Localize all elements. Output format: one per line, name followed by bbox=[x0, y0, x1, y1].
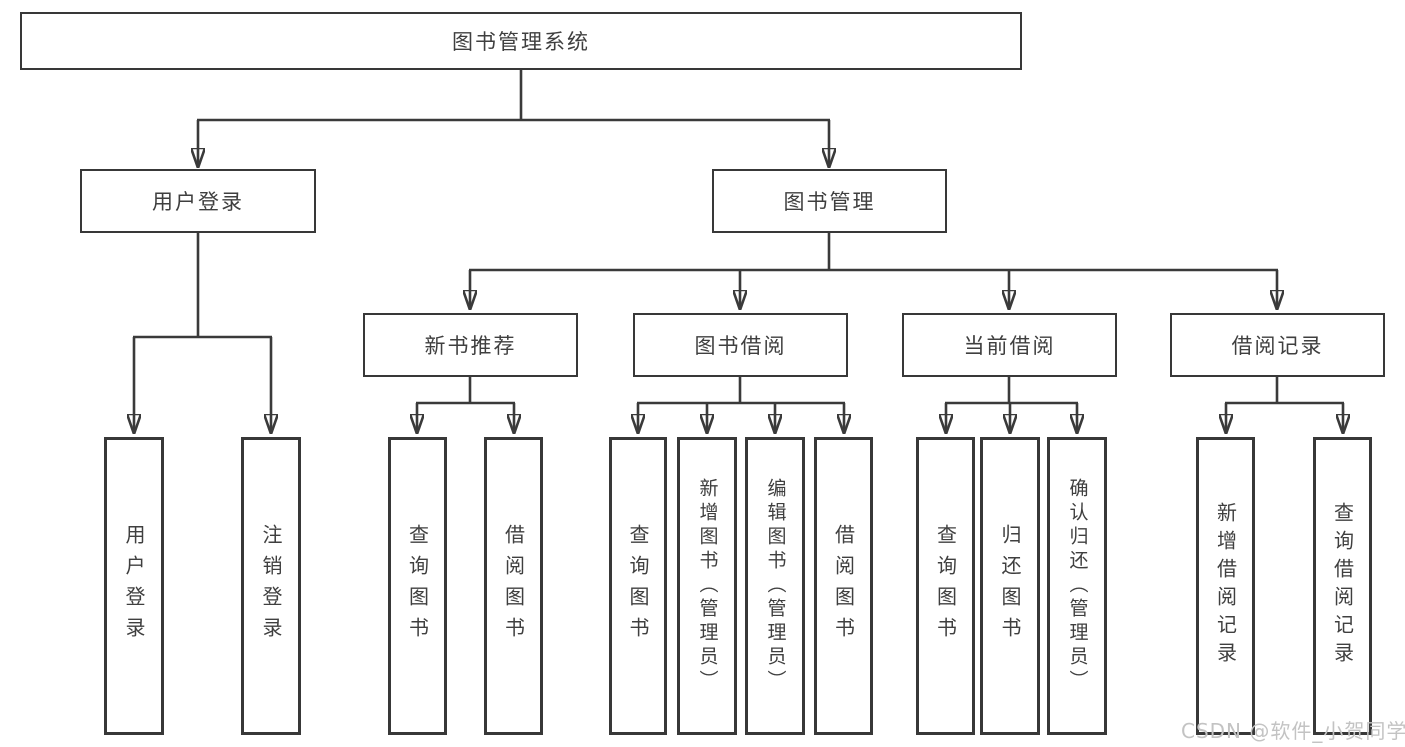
node-label: 图书借阅 bbox=[694, 334, 787, 358]
leaf-query-book-recommend: 查询图书 bbox=[388, 437, 447, 735]
node-label: 图书管理系统 bbox=[452, 30, 590, 54]
trunk-new-book-rec bbox=[416, 377, 515, 405]
node-library-management-system: 图书管理系统 bbox=[20, 12, 1022, 70]
node-label: 借阅图书 bbox=[831, 524, 856, 648]
node-label: 借阅图书 bbox=[501, 524, 526, 648]
leaf-add-borrow-record: 新增借阅记录 bbox=[1196, 437, 1255, 735]
node-label: 归还图书 bbox=[998, 524, 1022, 648]
node-current-borrow: 当前借阅 bbox=[902, 313, 1117, 377]
node-label: 查询借阅记录 bbox=[1330, 502, 1355, 670]
node-borrow-record: 借阅记录 bbox=[1170, 313, 1385, 377]
trunk-root bbox=[197, 70, 830, 122]
leaf-edit-book-admin: 编辑图书（管理员） bbox=[745, 437, 805, 735]
node-label: 新增图书（管理员） bbox=[696, 478, 719, 694]
node-label: 用户登录 bbox=[152, 190, 244, 214]
leaf-add-book-admin: 新增图书（管理员） bbox=[677, 437, 737, 735]
node-label: 查询图书 bbox=[933, 524, 958, 648]
node-book-borrow: 图书借阅 bbox=[633, 313, 848, 377]
node-label: 图书管理 bbox=[783, 190, 876, 214]
node-label: 借阅记录 bbox=[1231, 334, 1324, 358]
leaf-logout-login: 注销登录 bbox=[241, 437, 301, 735]
trunk-user-login bbox=[133, 233, 272, 339]
node-label: 当前借阅 bbox=[963, 334, 1056, 358]
leaf-borrow-book-recommend: 借阅图书 bbox=[484, 437, 543, 735]
node-label: 新增借阅记录 bbox=[1213, 502, 1238, 670]
trunk-current-borrow bbox=[945, 377, 1078, 405]
trunk-book-borrow bbox=[637, 377, 845, 405]
node-label: 用户登录 bbox=[122, 524, 146, 648]
node-label: 编辑图书（管理员） bbox=[764, 478, 787, 694]
leaf-query-borrow-record: 查询借阅记录 bbox=[1313, 437, 1372, 735]
node-label: 新书推荐 bbox=[424, 334, 517, 358]
node-label: 注销登录 bbox=[259, 524, 283, 648]
leaf-confirm-return-admin: 确认归还（管理员） bbox=[1047, 437, 1107, 735]
leaf-user-login: 用户登录 bbox=[104, 437, 164, 735]
leaf-query-book-borrow: 查询图书 bbox=[609, 437, 667, 735]
trunk-borrow-record bbox=[1225, 377, 1344, 405]
leaf-return-book: 归还图书 bbox=[980, 437, 1040, 735]
trunk-book-mgmt bbox=[469, 233, 1278, 272]
node-book-management: 图书管理 bbox=[712, 169, 947, 233]
leaf-query-book-current: 查询图书 bbox=[916, 437, 975, 735]
node-new-book-recommend: 新书推荐 bbox=[363, 313, 578, 377]
leaf-borrow-book-borrow: 借阅图书 bbox=[814, 437, 873, 735]
csdn-watermark: CSDN @软件_小贺同学 bbox=[1181, 719, 1405, 743]
node-label: 查询图书 bbox=[626, 524, 650, 648]
node-label: 确认归还（管理员） bbox=[1066, 478, 1089, 694]
node-label: 查询图书 bbox=[405, 524, 430, 648]
node-user-login: 用户登录 bbox=[80, 169, 316, 233]
